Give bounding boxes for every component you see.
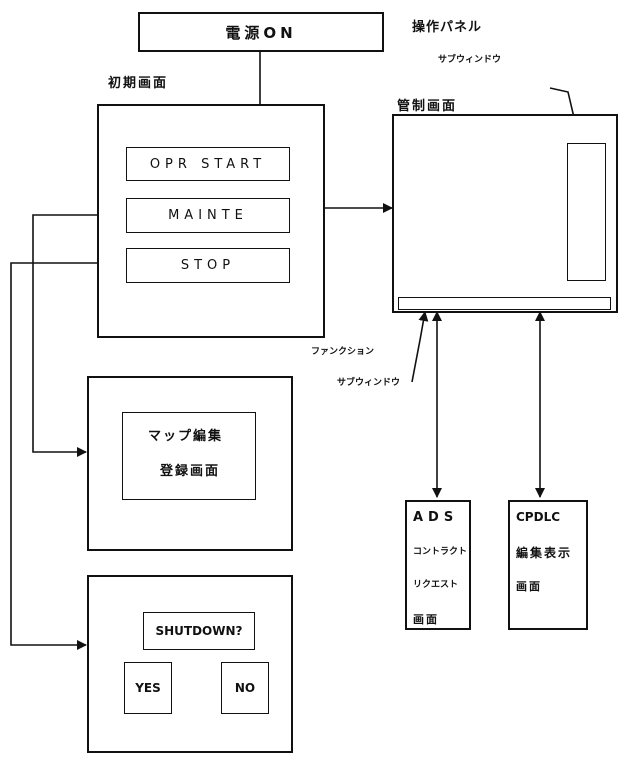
operation-panel-subwindow[interactable] (567, 143, 606, 281)
cpdlc-line3: 画面 (516, 580, 542, 593)
map-edit-inner-box (122, 412, 256, 500)
map-edit-line2: 登録画面 (160, 464, 221, 479)
sub-window-top-label: サブウィンドウ (438, 55, 502, 65)
mainte-label: MAINTE (168, 208, 248, 223)
yes-button[interactable]: YES (124, 662, 172, 714)
shutdown-box (87, 575, 293, 753)
cpdlc-box: CPDLC 編集表示 画面 (508, 500, 588, 630)
stop-button[interactable]: STOP (126, 248, 290, 283)
cpdlc-line2: 編集表示 (516, 546, 573, 560)
ads-line2: コントラクト (413, 547, 468, 557)
operation-panel-label: 操作パネル (412, 20, 483, 35)
mainte-button[interactable]: MAINTE (126, 198, 290, 233)
power-on-box: 電源ON (138, 12, 384, 52)
control-screen-label: 管制画面 (397, 99, 458, 114)
arrow-function-subwindow (411, 311, 429, 383)
ads-line4: 画面 (413, 613, 439, 626)
shutdown-question-box: SHUTDOWN? (143, 612, 255, 650)
opr-start-label: OPR START (149, 156, 267, 172)
initial-screen-label: 初期画面 (108, 76, 169, 91)
power-on-label: 電源ON (225, 23, 297, 42)
stop-label: STOP (180, 258, 236, 273)
ads-line3: リクエスト (413, 580, 459, 590)
ads-line1: ADS (413, 510, 459, 525)
shutdown-question-label: SHUTDOWN? (155, 624, 243, 638)
function-label: ファンクション (311, 347, 375, 357)
no-button[interactable]: NO (221, 662, 269, 714)
yes-label: YES (135, 681, 161, 695)
map-edit-line1: マップ編集 (148, 429, 224, 444)
arrow-stop-shutdown (10, 258, 125, 650)
cpdlc-line1: CPDLC (516, 510, 561, 524)
opr-start-button[interactable]: OPR START (126, 147, 290, 181)
arrow-mainte-map (32, 210, 125, 457)
function-subwindow[interactable] (398, 297, 611, 310)
ads-box: ADS コントラクト リクエスト 画面 (405, 500, 471, 630)
sub-window-bottom-label: サブウィンドウ (337, 378, 401, 388)
no-label: NO (234, 681, 256, 695)
